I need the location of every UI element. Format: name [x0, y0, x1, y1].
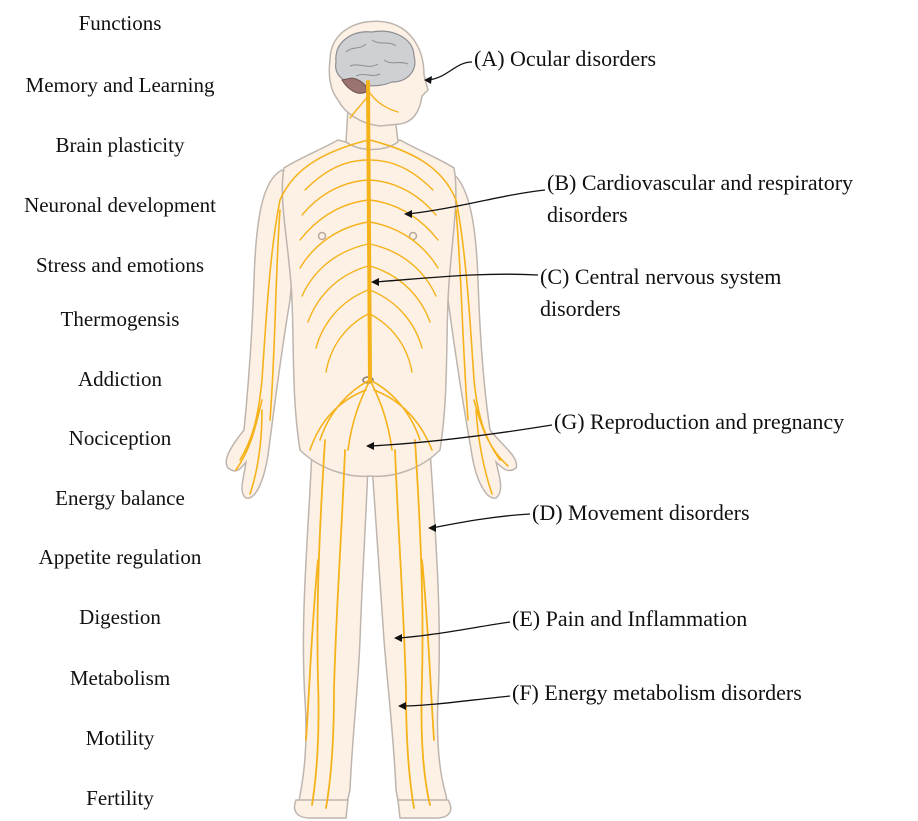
cerebrum: [336, 31, 415, 86]
label-energy-metabolism: (F) Energy metabolism disorders: [512, 678, 802, 708]
label-cns-line2: disorders: [540, 294, 621, 324]
label-cardiovascular-line1: (B) Cardiovascular and respiratory: [547, 168, 853, 198]
label-cns-line1: (C) Central nervous system: [540, 262, 781, 292]
right-leg: [372, 450, 448, 810]
label-pain-inflammation: (E) Pain and Inflammation: [512, 604, 747, 634]
left-foot: [295, 800, 348, 818]
left-leg: [298, 450, 368, 810]
label-ocular-disorders: (A) Ocular disorders: [474, 44, 656, 74]
pointer-d: [432, 514, 530, 528]
label-reproduction: (G) Reproduction and pregnancy: [554, 407, 844, 437]
right-foot: [398, 800, 451, 818]
label-movement-disorders: (D) Movement disorders: [532, 498, 750, 528]
spinal-cord: [368, 82, 370, 380]
label-cardiovascular-line2: disorders: [547, 200, 628, 230]
pointer-a: [428, 62, 472, 80]
